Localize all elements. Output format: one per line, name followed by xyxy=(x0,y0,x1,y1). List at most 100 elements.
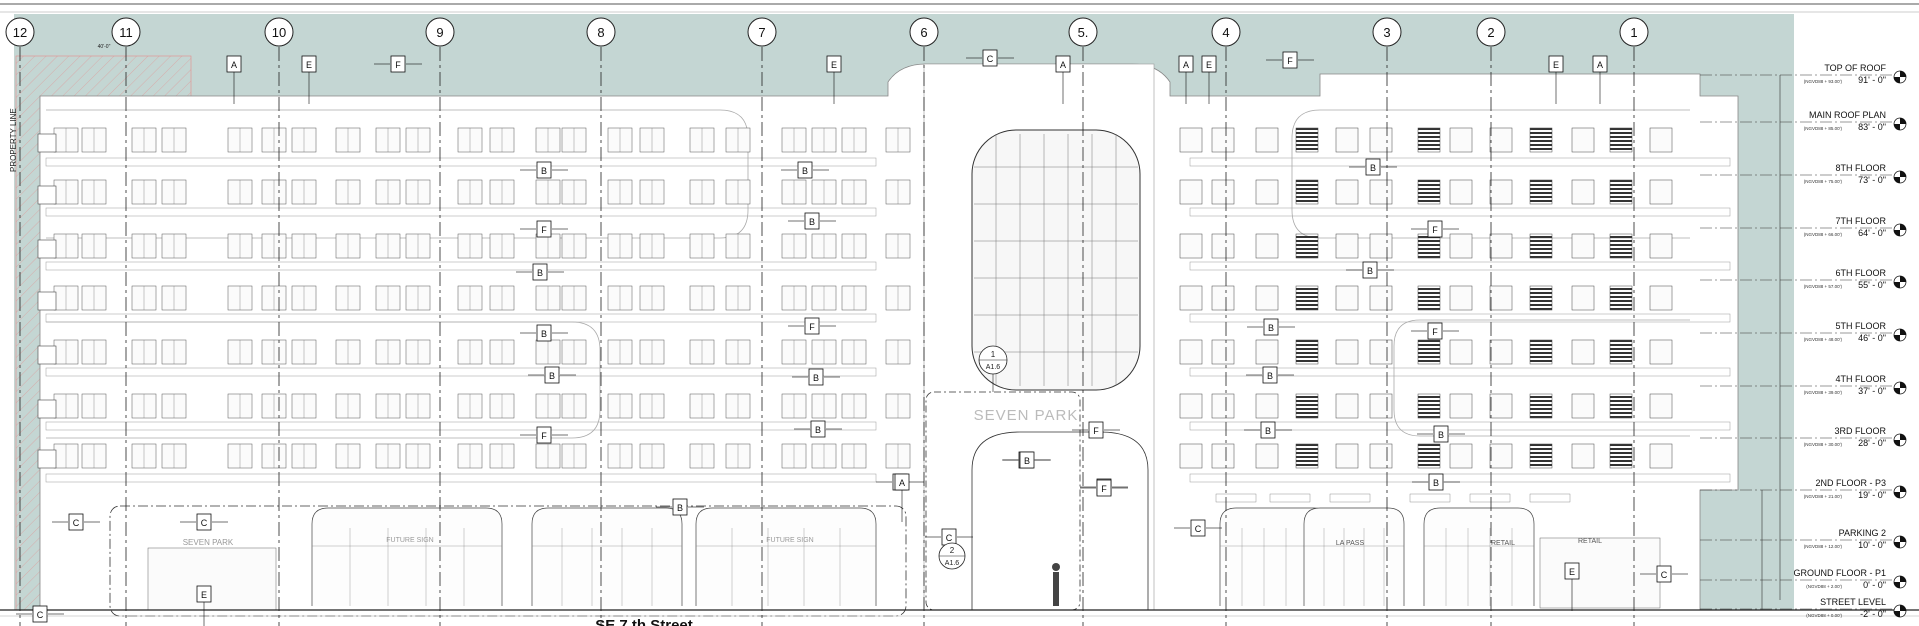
level-name: 5TH FLOOR xyxy=(1835,321,1886,331)
material-tag xyxy=(1262,366,1278,384)
level-target-fill xyxy=(1894,224,1906,236)
window-right xyxy=(1571,339,1595,365)
floor-slab-right xyxy=(1189,157,1731,167)
level-target-fill xyxy=(1894,576,1906,588)
tower-glazing xyxy=(971,129,1141,391)
person-figure xyxy=(1053,572,1059,606)
window-right xyxy=(1211,127,1235,153)
material-tag-code: F xyxy=(809,322,815,332)
material-tag xyxy=(536,426,552,444)
level-datum: (NGVD88 + 66.00') xyxy=(1804,232,1843,237)
level-target-fill xyxy=(1894,536,1906,548)
level-datum: (NGVD88 + 85.00') xyxy=(1804,126,1843,131)
material-tag xyxy=(1362,261,1378,279)
level-elevation: 46' - 0" xyxy=(1858,333,1886,343)
lobby-enlarged-area xyxy=(925,391,1081,611)
louver-panel xyxy=(1609,443,1633,469)
level-datum: (NGVD88 + 57.00') xyxy=(1804,284,1843,289)
window-right xyxy=(1211,393,1235,419)
floor-slab-left xyxy=(45,313,877,323)
store-sign-d: RETAIL xyxy=(1491,540,1515,547)
louver-panel xyxy=(1417,179,1441,205)
window-right xyxy=(1369,233,1393,259)
window-right xyxy=(1211,443,1235,469)
grid-bubble xyxy=(425,17,455,47)
parking-vent xyxy=(1269,493,1311,503)
louver-panel xyxy=(1417,285,1441,311)
window-right xyxy=(1369,285,1393,311)
material-tag-code: C xyxy=(73,518,80,528)
level-elevation: 19' - 0" xyxy=(1858,490,1886,500)
window-right xyxy=(1449,179,1473,205)
floor-slab-right xyxy=(1189,313,1731,323)
floor-slab-right xyxy=(1189,261,1731,271)
level-elevation: 73' - 0" xyxy=(1858,175,1886,185)
section-callout-number: 1 xyxy=(991,350,996,359)
grid-label: 3 xyxy=(1383,25,1390,40)
material-tag-code: A xyxy=(231,60,237,70)
material-tag-code: B xyxy=(1268,323,1274,333)
material-tag-code: B xyxy=(813,373,819,383)
material-tag xyxy=(810,420,826,438)
louver-panel xyxy=(1529,179,1553,205)
material-tag-code: B xyxy=(677,503,683,513)
window-right xyxy=(1369,179,1393,205)
louver-panel xyxy=(1609,285,1633,311)
person-head xyxy=(1052,563,1060,571)
material-tag xyxy=(808,368,824,386)
floor-slab-left xyxy=(45,207,877,217)
level-target-fill xyxy=(1894,118,1906,130)
material-tag xyxy=(536,324,552,342)
floor-slab-right xyxy=(1189,473,1731,483)
floor-slab-left xyxy=(45,261,877,271)
material-tag-code: B xyxy=(1367,266,1373,276)
top-dimension: 40'-0" xyxy=(98,44,111,50)
window-right xyxy=(1649,393,1673,419)
material-tag-code: C xyxy=(946,533,953,543)
material-tag-code: A xyxy=(1183,60,1189,70)
window-right xyxy=(1649,179,1673,205)
grid-bubble xyxy=(1372,17,1402,47)
building-mass xyxy=(0,63,1919,617)
level-datum: (NGVD88 + 30.00') xyxy=(1804,442,1843,447)
material-tag-code: A xyxy=(899,478,905,488)
window-right xyxy=(1335,233,1359,259)
grid-label: 6 xyxy=(920,25,927,40)
window-right xyxy=(1179,393,1203,419)
window-right xyxy=(1211,339,1235,365)
level-datum: (NGVD88 + 48.00') xyxy=(1804,337,1843,342)
louver-panel xyxy=(1295,233,1319,259)
louver-panel xyxy=(1529,443,1553,469)
material-tags: AEFECAAEFEABBBFBBFBBFBBFBBFBBFBFBBFBABFC… xyxy=(16,49,1688,626)
level-name: 7TH FLOOR xyxy=(1835,216,1886,226)
window-right xyxy=(1571,179,1595,205)
material-tag xyxy=(1019,451,1035,469)
grid-label: 1 xyxy=(1630,25,1637,40)
material-tag xyxy=(1088,421,1104,439)
parking-vent xyxy=(1529,493,1571,503)
window-right xyxy=(1649,285,1673,311)
level-datum: (NGVD88 + 93.00') xyxy=(1804,79,1843,84)
material-tag-code: F xyxy=(541,431,547,441)
level-target-fill xyxy=(1894,171,1906,183)
material-tag-code: B xyxy=(815,425,821,435)
parking-vent xyxy=(1409,493,1451,503)
material-tag xyxy=(804,317,820,335)
material-tag xyxy=(32,605,48,623)
window-right xyxy=(1649,127,1673,153)
grid-bubble xyxy=(1211,17,1241,47)
window-right xyxy=(1489,233,1513,259)
material-tag xyxy=(1427,322,1443,340)
level-datum: (NGVD88 + 75.00') xyxy=(1804,179,1843,184)
window-right xyxy=(1179,339,1203,365)
store-sign-e: RETAIL xyxy=(1578,538,1602,545)
window-right xyxy=(1571,127,1595,153)
material-tag-code: B xyxy=(1267,371,1273,381)
material-tag xyxy=(544,366,560,384)
store-sign-b: FUTURE SIGN xyxy=(766,537,813,544)
material-tag-code: F xyxy=(1432,225,1438,235)
floor-slab-right xyxy=(1189,367,1731,377)
window-right xyxy=(1489,179,1513,205)
level-name: PARKING 2 xyxy=(1839,528,1886,538)
